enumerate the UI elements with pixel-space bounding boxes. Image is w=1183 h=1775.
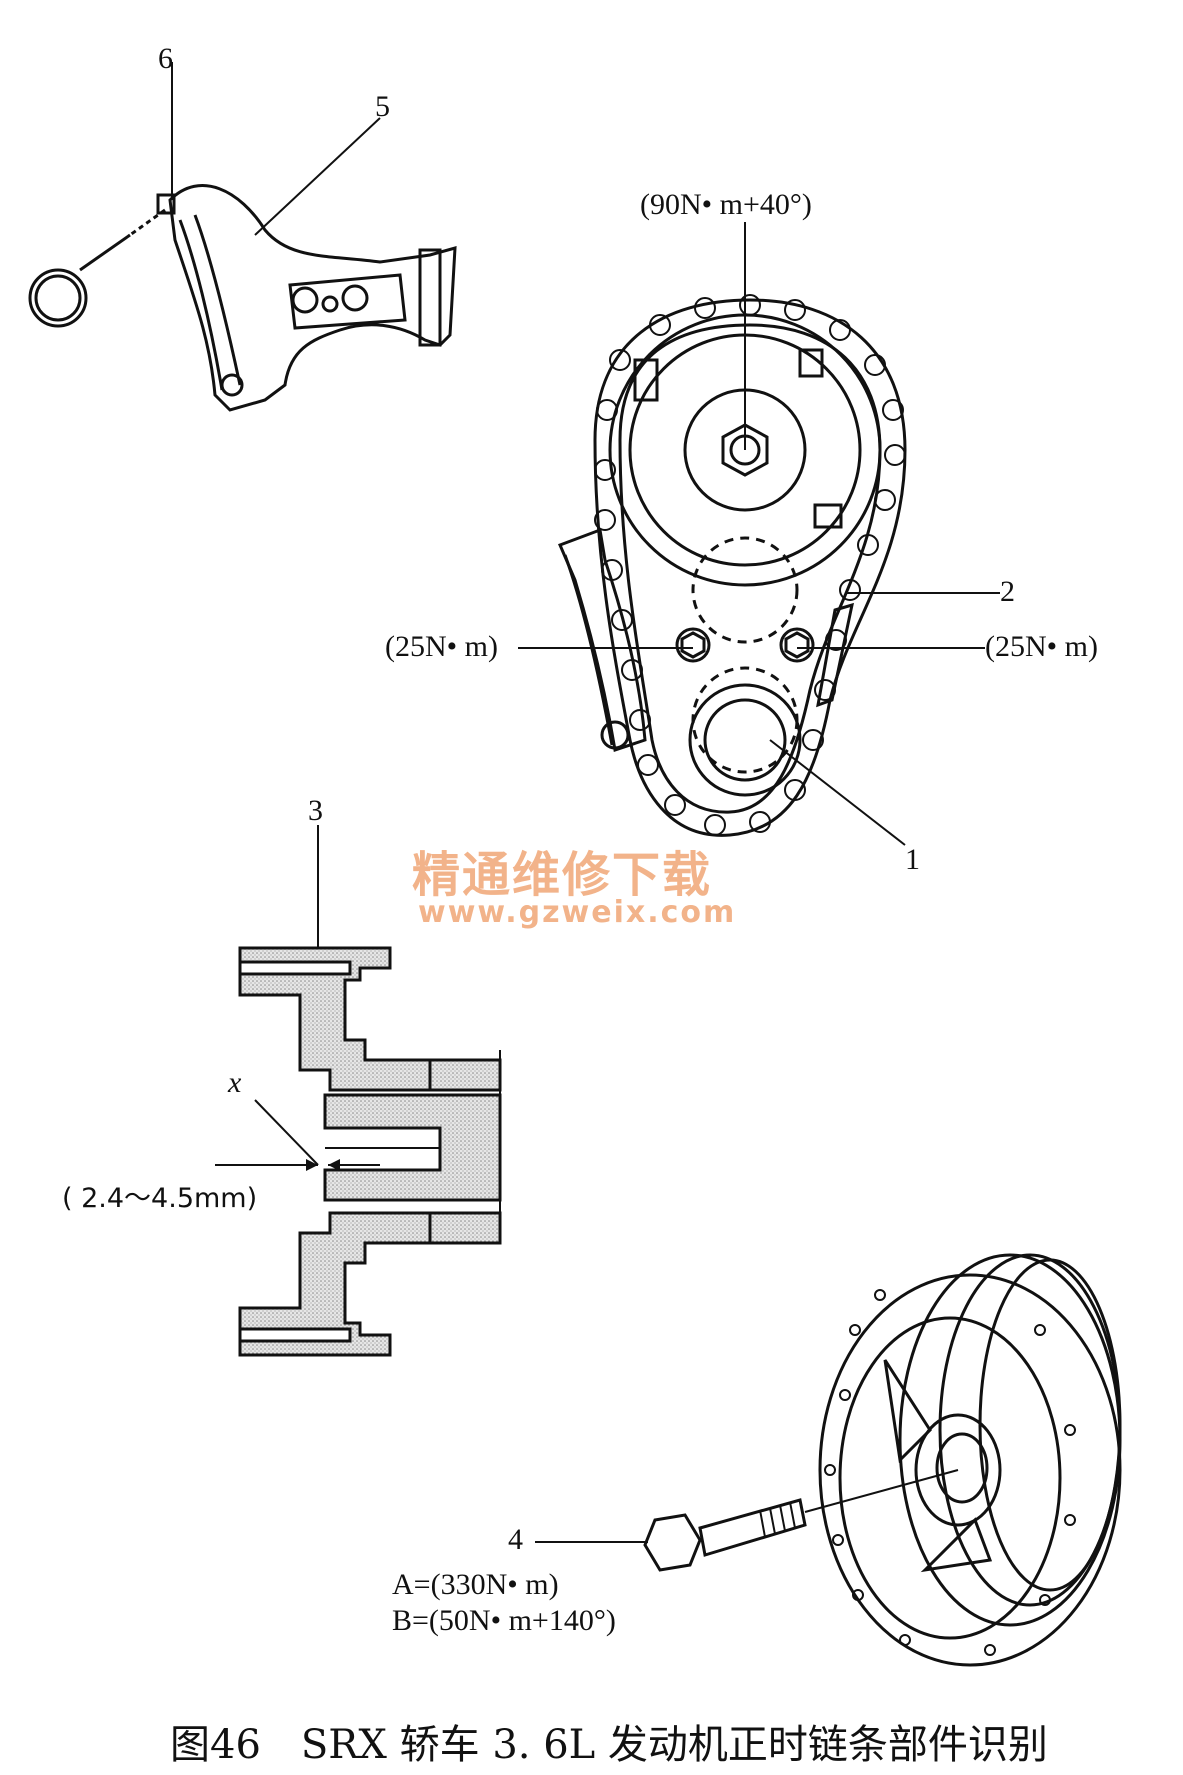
leader-x xyxy=(254,1099,319,1166)
cam-bolt-torque: (90N• m+40°) xyxy=(640,188,812,221)
figure-caption: 图46 SRX 轿车 3. 6L 发动机正时链条部件识别 xyxy=(170,1722,1048,1768)
leader-crank-axis xyxy=(804,1469,959,1513)
watermark-title: 精通维修下载 xyxy=(412,847,713,903)
timing-chain-drawing xyxy=(558,294,907,837)
label-3: 3 xyxy=(308,794,323,827)
right-bolt-torque: (25N• m) xyxy=(985,630,1098,663)
gap-arrowhead-left xyxy=(306,1159,318,1171)
label-6: 6 xyxy=(158,42,173,75)
crank-bolt-drawing xyxy=(643,1498,807,1572)
watermark-url: www.gzweix.com xyxy=(418,895,737,930)
gap-dimension: ( 2.4～4.5mm) xyxy=(62,1183,258,1214)
label-4: 4 xyxy=(508,1523,523,1556)
crank-pulley-drawing xyxy=(818,1253,1122,1667)
leader-1 xyxy=(769,739,906,846)
section-view xyxy=(238,946,502,1357)
crank-torque-b: B=(50N• m+140°) xyxy=(392,1604,616,1637)
label-x: x xyxy=(228,1066,242,1099)
tensioner-drawing xyxy=(28,184,457,412)
gap-arrowhead-right xyxy=(328,1159,340,1171)
crank-torque-a: A=(330N• m) xyxy=(392,1568,559,1601)
left-bolt-torque: (25N• m) xyxy=(385,630,498,663)
label-5: 5 xyxy=(375,90,390,123)
leader-5 xyxy=(254,117,381,236)
label-2: 2 xyxy=(1000,575,1015,608)
label-1: 1 xyxy=(905,843,920,876)
